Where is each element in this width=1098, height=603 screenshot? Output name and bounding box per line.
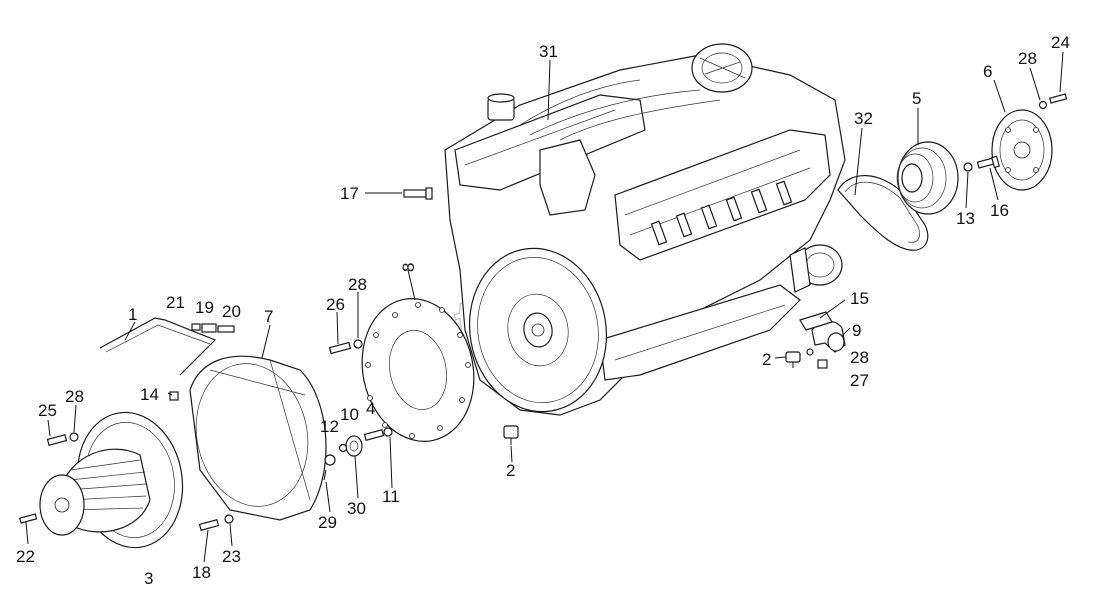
rear-cover: [39, 411, 184, 549]
stud-17: [403, 187, 433, 200]
label-16: 16: [990, 201, 1009, 220]
damper: [991, 109, 1053, 191]
label-8: 8: [399, 263, 418, 272]
washer-28-front: [1038, 100, 1048, 110]
label-2-right: 2: [762, 350, 771, 369]
flywheel: [468, 247, 608, 413]
label-22: 22: [16, 547, 35, 566]
injector-row: [650, 180, 793, 246]
label-25: 25: [38, 401, 57, 420]
bearing-30: [345, 435, 363, 457]
pin-29: [323, 469, 327, 481]
label-18: 18: [192, 563, 211, 582]
label-20: 20: [222, 302, 241, 321]
flywheel-housing: [189, 355, 327, 521]
gear-12: [324, 454, 336, 466]
label-28-left: 28: [65, 387, 84, 406]
label-11: 11: [382, 487, 400, 506]
label-12: 12: [320, 417, 339, 436]
fitting-2-middle: [503, 425, 519, 445]
alternator: [691, 43, 753, 93]
label-5: 5: [912, 89, 921, 108]
label-28-mid: 28: [348, 275, 367, 294]
bolt-26: [328, 341, 352, 355]
fitting-2-right: [785, 351, 801, 368]
label-28-right: 28: [850, 348, 869, 367]
filler-neck: [487, 93, 515, 121]
label-21: 21: [166, 293, 185, 312]
label-14: 14: [140, 385, 159, 404]
label-31: 31: [539, 42, 558, 61]
nut-27: [817, 359, 828, 369]
leader-lines: [25, 51, 1064, 563]
label-24: 24: [1051, 33, 1070, 52]
bolt-16: [976, 155, 1000, 169]
bolt-25: [46, 434, 68, 446]
label-26: 26: [326, 295, 345, 314]
label-7: 7: [264, 307, 273, 326]
label-27: 27: [850, 371, 869, 390]
ring-10: [338, 443, 348, 453]
washer-13: [963, 162, 973, 172]
exhaust-outlet: [789, 244, 843, 293]
label-2-middle: 2: [506, 461, 515, 480]
exhaust-elbow: [811, 320, 846, 353]
label-13: 13: [956, 209, 975, 228]
label-10: 10: [340, 405, 359, 424]
label-1: 1: [128, 305, 137, 324]
gasket-15: [799, 311, 833, 331]
callout-labels: 31 32 5 6 28 24 13 16 17 8 28 26 7 1 21 …: [16, 33, 1070, 588]
label-6: 6: [983, 62, 992, 81]
label-30: 30: [347, 499, 366, 518]
fitting-14: [169, 391, 179, 401]
washer-28-left: [69, 432, 79, 442]
fittings-19-21: [191, 323, 235, 333]
label-19: 19: [195, 298, 214, 317]
label-32: 32: [854, 109, 873, 128]
bolt-18: [198, 519, 220, 531]
label-3: 3: [144, 569, 153, 588]
drive-belt: [837, 175, 929, 251]
label-28-front: 28: [1018, 49, 1037, 68]
bolt-4: [363, 429, 385, 441]
label-23: 23: [222, 547, 241, 566]
bolt-24: [1049, 93, 1068, 104]
label-15: 15: [850, 289, 869, 308]
washer-28-right: [806, 348, 814, 356]
washer-11: [383, 427, 393, 437]
bolt-22: [19, 513, 38, 524]
label-29: 29: [318, 513, 337, 532]
pulley: [896, 141, 959, 215]
label-9: 9: [852, 321, 861, 340]
label-4: 4: [366, 399, 375, 418]
flexplate: [361, 298, 475, 442]
oil-pipe: [99, 317, 217, 376]
label-17: 17: [340, 184, 359, 203]
washer-23: [224, 514, 234, 524]
washer-28-mid: [353, 339, 363, 349]
